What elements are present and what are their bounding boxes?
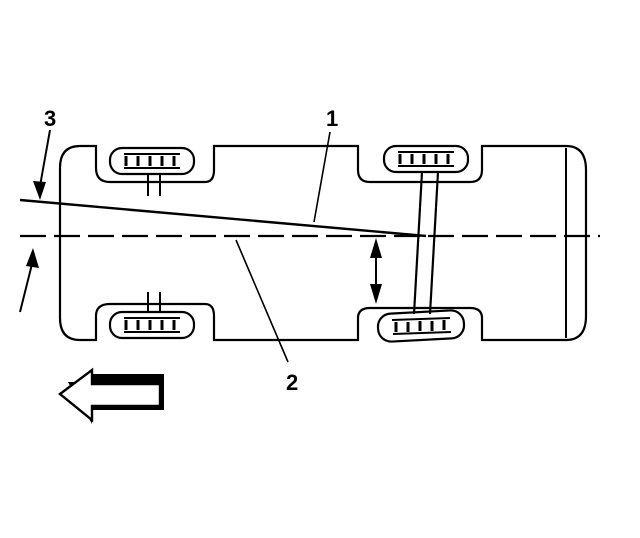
callout-3: 3 <box>44 106 56 131</box>
leader-line-2 <box>235 239 289 363</box>
callout-1: 1 <box>326 106 338 131</box>
leader-line-1 <box>313 131 331 223</box>
rear-axle <box>412 171 440 315</box>
vehicle-body-outline <box>58 144 588 342</box>
front-right-wheel <box>108 310 196 340</box>
offset-double-arrow <box>370 238 382 304</box>
front-left-wheel <box>108 146 196 176</box>
rear-left-wheel <box>382 144 470 174</box>
rear-right-wheel <box>376 309 466 343</box>
callout-2: 2 <box>286 370 298 395</box>
arrow-left-outline-icon <box>58 367 164 424</box>
thrust-line <box>19 198 427 238</box>
thrust-angle-arrows <box>19 129 51 313</box>
